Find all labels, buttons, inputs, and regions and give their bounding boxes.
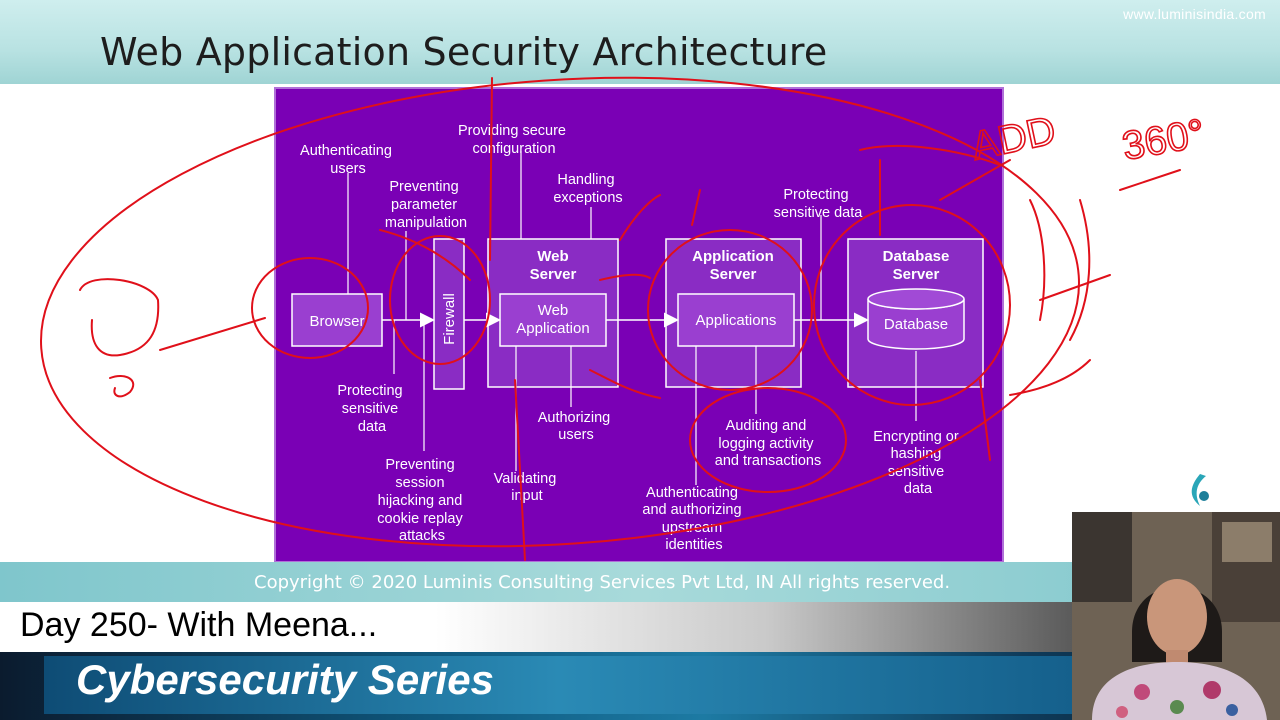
website-url: www.luminisindia.com bbox=[1123, 6, 1266, 22]
callout-authenticating-users: Authenticating users bbox=[300, 143, 396, 177]
application-server-label-1: Application bbox=[692, 248, 774, 265]
architecture-diagram: Browser Firewall Web Server Web Applicat… bbox=[274, 87, 1004, 563]
database-server-label-1: Database bbox=[883, 248, 950, 265]
callout-protecting-sensitive-data-top: Protecting sensitive data bbox=[774, 187, 864, 221]
database-server-label-2: Server bbox=[893, 266, 940, 283]
browser-label: Browser bbox=[309, 313, 364, 330]
callout-providing-secure-configuration: Providing secure configuration bbox=[458, 123, 570, 157]
presenter-image bbox=[1072, 512, 1280, 720]
web-application-label-1: Web bbox=[538, 302, 569, 319]
day-label: Day 250- With Meena... bbox=[20, 606, 378, 644]
diagram-canvas: Browser Firewall Web Server Web Applicat… bbox=[291, 123, 984, 553]
web-application-label-2: Application bbox=[516, 320, 589, 337]
web-server-label-1: Web bbox=[537, 248, 568, 265]
copyright-text: Copyright © 2020 Luminis Consulting Serv… bbox=[254, 572, 951, 593]
series-title: Cybersecurity Series bbox=[76, 656, 494, 703]
lower-third-day-bar bbox=[0, 602, 1280, 652]
callout-validating-input: Validating input bbox=[494, 471, 561, 504]
callout-preventing-parameter-manipulation: Preventing parameter manipulation bbox=[385, 179, 467, 231]
series-band bbox=[44, 656, 1074, 714]
callout-handling-exceptions: Handling exceptions bbox=[553, 172, 622, 206]
database-label: Database bbox=[884, 316, 948, 333]
applications-label: Applications bbox=[696, 312, 777, 329]
web-server-label-2: Server bbox=[530, 266, 577, 283]
slide-footer-bar bbox=[0, 562, 1280, 602]
slide-header-bar bbox=[0, 0, 1280, 84]
callout-authorizing-users: Authorizing users bbox=[538, 410, 615, 443]
callout-encrypting-hashing: Encrypting or hashing sensitive data bbox=[873, 429, 962, 497]
firewall-label: Firewall bbox=[441, 293, 458, 345]
callout-authenticating-authorizing-upstream: Authenticating and authorizing upstream … bbox=[642, 485, 745, 553]
presenter-webcam-video bbox=[1072, 512, 1280, 720]
slide-title: Web Application Security Architecture bbox=[100, 30, 828, 74]
luminis-logo-icon bbox=[1191, 474, 1209, 506]
application-server-label-2: Server bbox=[710, 266, 757, 283]
handwritten-360: 360° bbox=[1119, 111, 1208, 169]
callout-protecting-sensitive-data-bottom: Protecting sensitive data bbox=[337, 383, 406, 435]
callout-preventing-session-hijacking: Preventing session hijacking and cookie … bbox=[377, 457, 466, 544]
callout-auditing-logging: Auditing and logging activity and transa… bbox=[715, 418, 821, 469]
